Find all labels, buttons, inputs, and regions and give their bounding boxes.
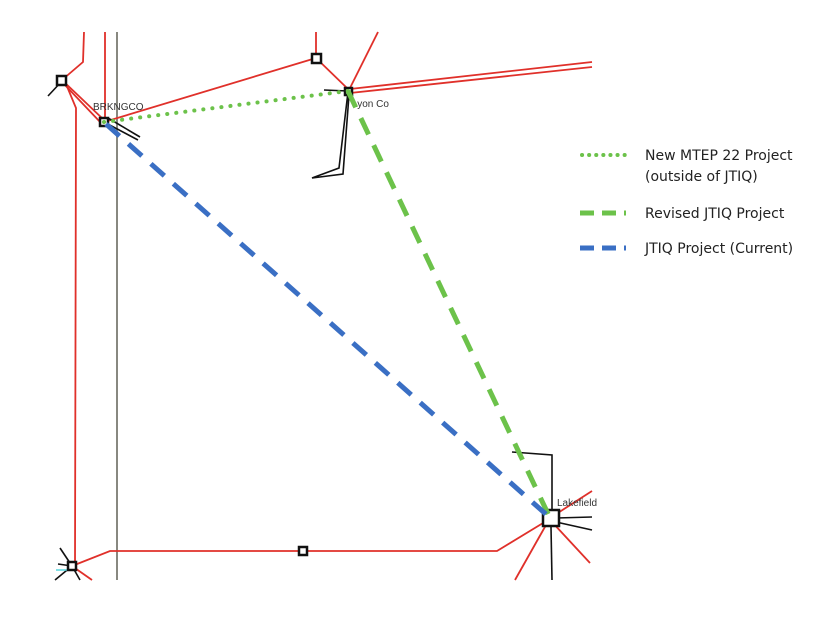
node-top xyxy=(310,52,323,65)
label-lakefield: Lakefield xyxy=(557,498,597,509)
node-bottom-mid xyxy=(297,545,309,557)
node-bottom-left xyxy=(66,560,78,572)
label-brkngco: BRKNGCO xyxy=(93,102,144,113)
red-lines xyxy=(61,31,593,581)
legend-label: New MTEP 22 Project xyxy=(645,148,793,164)
legend-label-sub: (outside of JTIQ) xyxy=(645,169,758,185)
black-lines xyxy=(47,80,593,581)
node-left xyxy=(55,74,68,87)
legend-label: Revised JTIQ Project xyxy=(645,206,785,222)
substation-nodes xyxy=(55,52,561,572)
legend: New MTEP 22 Project (outside of JTIQ) Re… xyxy=(580,148,793,257)
label-lyon: Lyon Co xyxy=(352,99,389,110)
legend-label: JTIQ Project (Current) xyxy=(644,241,793,257)
jtiq-current-project-line xyxy=(104,122,550,518)
revised-jtiq-project-line xyxy=(345,89,553,520)
